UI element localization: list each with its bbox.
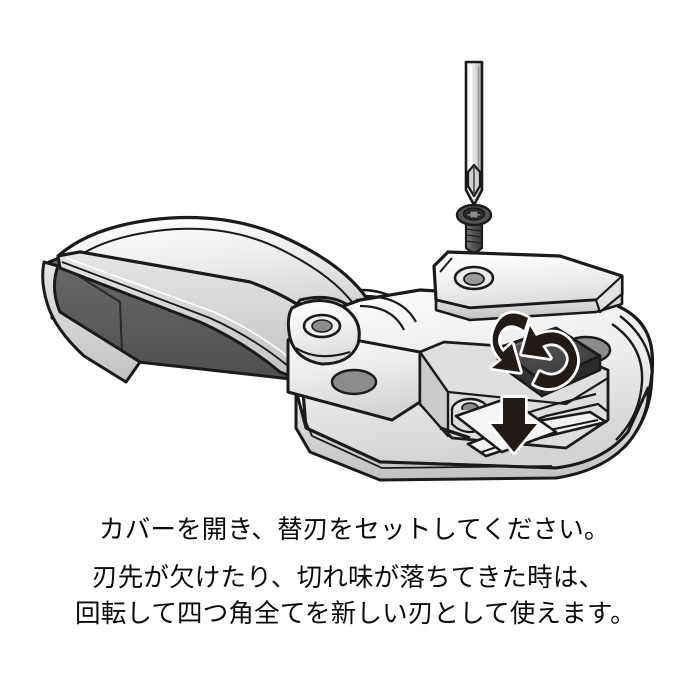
illustration-svg bbox=[41, 60, 655, 482]
insert-arrow-down bbox=[488, 395, 540, 455]
rotate-arrow-left-shape bbox=[489, 310, 531, 375]
base-pedestal-edge bbox=[287, 391, 421, 422]
caption-line-2: 刃先が欠けたり、切れ味が落ちてきた時は、 bbox=[92, 564, 605, 592]
base-rim-arc-1 bbox=[611, 323, 644, 441]
rotate-arrow-left bbox=[489, 310, 531, 375]
base-arc-1 bbox=[359, 304, 405, 331]
screwdriver bbox=[464, 60, 484, 207]
base-skirt-line bbox=[299, 407, 553, 469]
rotate-arrow-right bbox=[519, 323, 580, 391]
top-plate-thickness bbox=[434, 292, 624, 322]
top-plate bbox=[432, 250, 624, 322]
base-hinge-hole-inner bbox=[311, 319, 333, 333]
cover-edge-highlight bbox=[65, 257, 293, 361]
base-rim-arc-2 bbox=[619, 315, 654, 449]
screw-phillips-cross-icon bbox=[466, 210, 482, 219]
caption-line-1: カバーを開き、替刃をセットしてください。 bbox=[99, 516, 610, 544]
caption-block: カバーを開き、替刃をセットしてください。 刃先が欠けたり、切れ味が落ちてきた時は… bbox=[0, 498, 700, 700]
base-pin-hole-left bbox=[330, 368, 378, 396]
cavity-wall-left bbox=[418, 350, 450, 438]
top-plate-screw-hole-inner bbox=[463, 272, 485, 286]
cover-top-inner-contour bbox=[75, 227, 353, 303]
cover-inner-fold bbox=[65, 267, 123, 356]
rotate-arrow-right-shape bbox=[519, 323, 580, 391]
top-plate-nose bbox=[594, 274, 624, 314]
blade-slit bbox=[439, 426, 471, 440]
insert-arrow-down-shape bbox=[488, 395, 540, 455]
base-arc-2 bbox=[363, 294, 417, 323]
cover-edge-band-line bbox=[61, 261, 289, 367]
screw bbox=[455, 203, 493, 256]
top-plate-bevel bbox=[439, 257, 453, 273]
base-hinge-notch bbox=[295, 347, 351, 358]
cover-rim-left bbox=[41, 260, 142, 384]
screw-threads bbox=[465, 228, 483, 244]
screw-shank bbox=[464, 221, 484, 256]
cavity-floor-line bbox=[447, 377, 609, 406]
blade-replacement-illustration bbox=[41, 60, 655, 482]
cover bbox=[41, 215, 412, 384]
caption-line-3: 回転して四つ角全てを新しい刃として使えます。 bbox=[75, 600, 636, 628]
